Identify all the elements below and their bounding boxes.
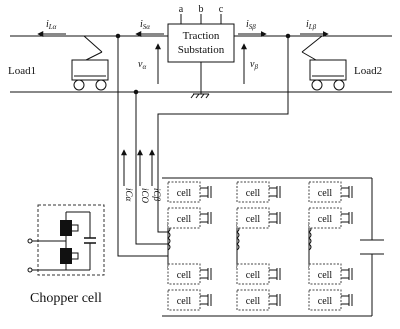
substation-label-line1: Traction [183,30,220,42]
cell-module-12: cell [308,289,353,311]
compensator-feed-wires [115,33,291,257]
ico-label: iCO [140,188,150,204]
cell-module-11: cell [308,263,353,285]
cell-module-7: cell [236,263,281,285]
icb-label: iCβ [152,188,162,202]
cell-module-3: cell [167,263,212,285]
ica-label: iCα [124,188,134,202]
vb-label: vβ [250,59,258,71]
inductor-arm-2 [236,225,240,251]
cell-label: cell [318,188,333,199]
load2-label: Load2 [354,65,382,77]
load2-locomotive [301,35,347,91]
cell-label: cell [177,214,192,225]
cell-label: cell [318,270,333,281]
cell-label: cell [177,270,192,281]
substation-label-line2: Substation [178,44,225,56]
phase-b-label: b [199,4,204,15]
cell-modules: cell cell cell cell cell cell cell cell cell cell… [167,181,353,311]
load1-locomotive [71,35,109,91]
iSb-label: iSβ [246,19,256,31]
cell-label: cell [246,270,261,281]
cell-module-9: cell [308,181,353,203]
cell-label: cell [318,296,333,307]
phase-c-label: c [219,4,224,15]
iLb-label: iLβ [306,19,317,31]
iSa-label: iSα [140,19,150,31]
cell-module-10: cell [308,207,353,229]
cell-module-8: cell [236,289,281,311]
load1-label: Load1 [8,65,36,77]
cell-label: cell [318,214,333,225]
traction-substation: Traction Substation a b c [167,4,235,99]
ground-symbol [190,93,210,99]
cell-label: cell [246,188,261,199]
cell-module-2: cell [167,207,212,229]
cell-module-4: cell [167,289,212,311]
inductor-arm-1 [167,225,171,251]
inductor-arm-3 [308,225,312,251]
cell-module-5: cell [236,181,281,203]
iLa-label: iLα [46,19,57,31]
phase-a-label: a [179,4,184,15]
cell-module-1: cell [167,181,212,203]
chopper-cell-detail [27,204,105,276]
converter-frame [162,177,384,317]
cell-module-6: cell [236,207,281,229]
va-label: vα [138,59,146,71]
cell-label: cell [177,188,192,199]
cell-label: cell [177,296,192,307]
chopper-cell-caption: Chopper cell [30,291,102,306]
cell-label: cell [246,214,261,225]
cell-label: cell [246,296,261,307]
